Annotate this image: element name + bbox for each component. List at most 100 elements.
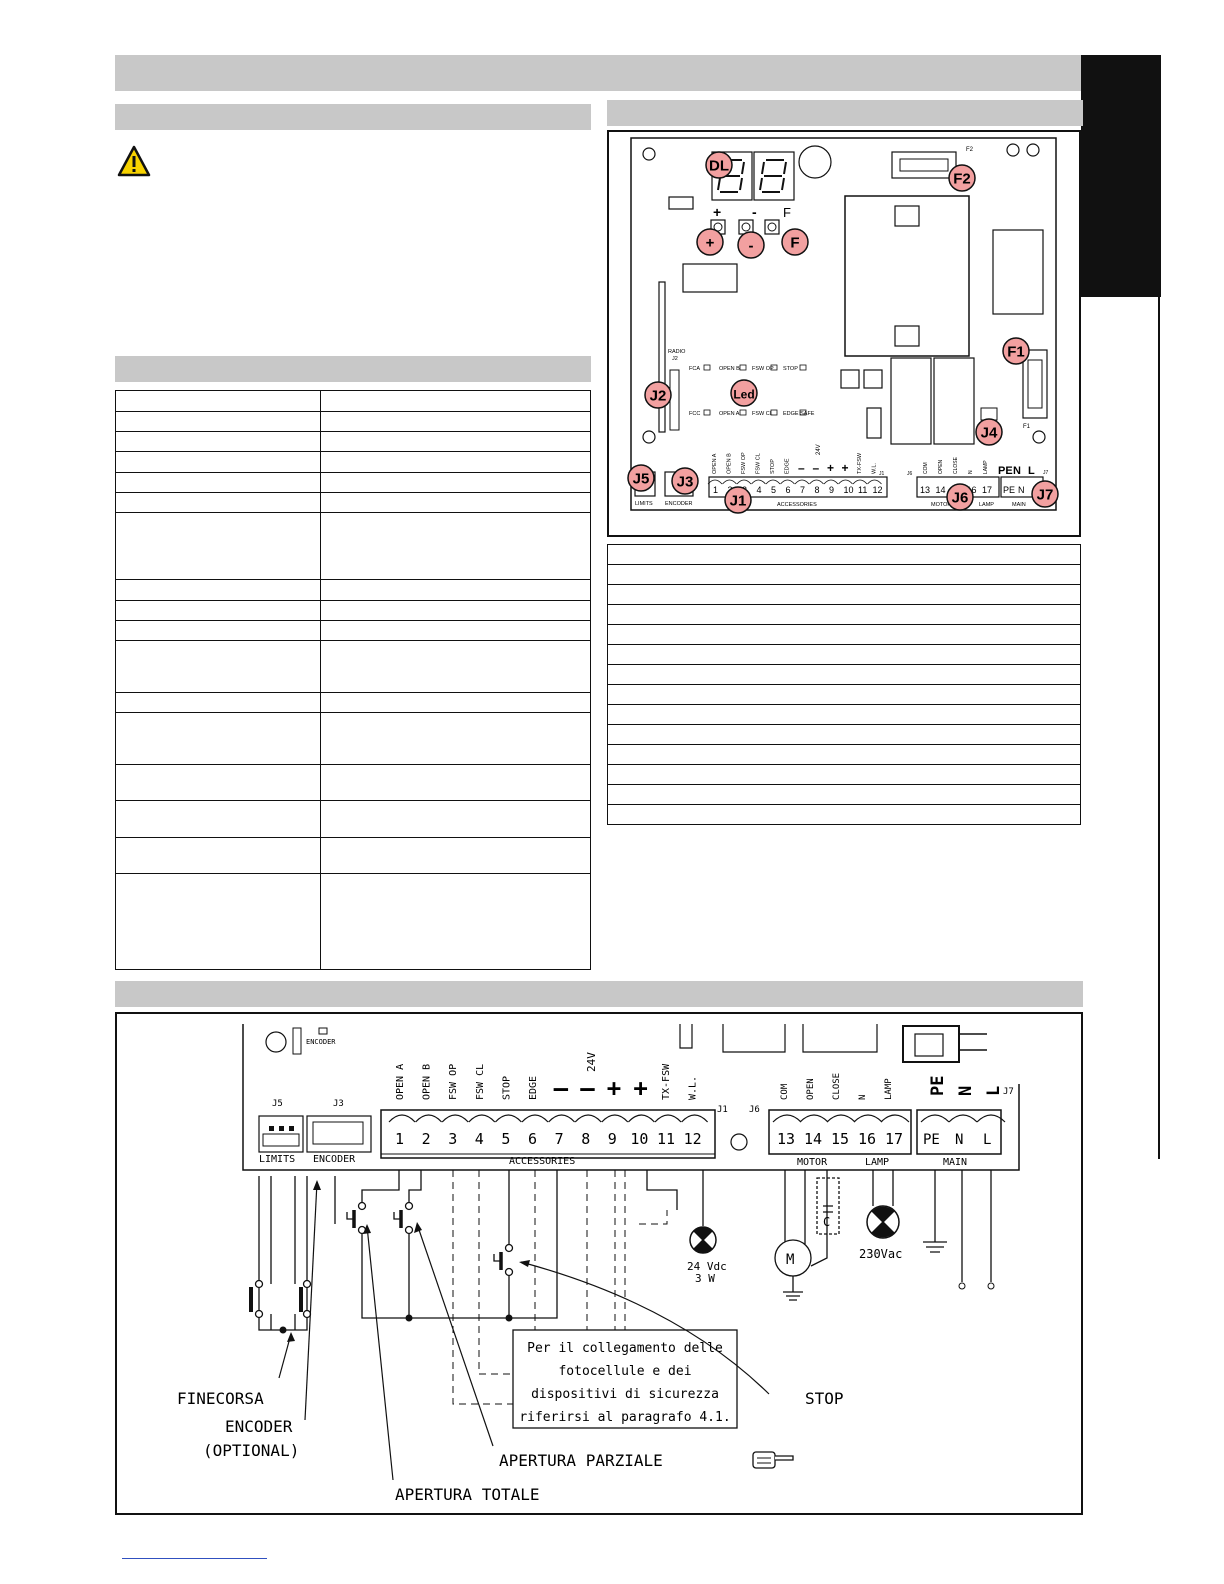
terminal-number: 6 (786, 485, 791, 495)
callout-circle (975, 418, 1003, 446)
terminal-arc (867, 479, 882, 485)
terminal-label: TX-FSW (857, 452, 863, 474)
side-tab (1081, 55, 1161, 297)
callout-circle (1031, 480, 1059, 508)
accessories-label: ACCESSORIES (509, 1156, 575, 1167)
terminal-number: 16 (858, 1130, 876, 1148)
terminal-label: W.L. (872, 463, 878, 474)
terminal-label: STOP (501, 1076, 512, 1100)
callout-label: Led (733, 388, 754, 402)
terminal-number: 5 (501, 1130, 510, 1148)
table-row (115, 390, 592, 412)
terminal-label: CLOSE (832, 1073, 842, 1100)
led-label: STOP (783, 366, 798, 372)
terminal-arc (976, 1114, 1006, 1123)
terminal-number: 12 (873, 485, 883, 495)
terminal-arc (601, 1114, 629, 1123)
lamp-24v-label: 24 Vdc (687, 1260, 727, 1273)
encoder-optional-label: (OPTIONAL) (203, 1441, 299, 1460)
terminal-label: PE (998, 465, 1013, 477)
terminal-number: 8 (581, 1130, 590, 1148)
terminal-label: FSW OP (448, 1064, 459, 1100)
terminal-arc (823, 479, 839, 485)
led-labels-top: FCA OPEN B FSW OP STOP (689, 364, 807, 372)
callout-label: J3 (677, 474, 694, 491)
terminal-label: OPEN (806, 1078, 816, 1100)
terminal-arc (736, 479, 752, 485)
terminal-arc (826, 1114, 856, 1123)
terminal-arc (838, 479, 853, 485)
callout-label: F2 (953, 171, 971, 188)
terminal-label: – (554, 1074, 569, 1102)
bottom-label: MAIN (1012, 502, 1026, 508)
terminal-number: 1 (713, 485, 718, 495)
pointer-lines (278, 1181, 770, 1481)
terminal-arc (948, 1114, 978, 1123)
terminal-number: 7 (800, 485, 805, 495)
terminal-arc (415, 1114, 443, 1123)
motor-wiring (774, 1170, 840, 1301)
callout-circle (781, 228, 809, 256)
board-24v-label: 24V (816, 444, 822, 455)
terminal-label: + (827, 461, 834, 475)
callout-circle (730, 379, 758, 407)
table-row (115, 431, 592, 452)
terminal-number: 17 (885, 1130, 903, 1148)
terminal-label: N (1013, 465, 1021, 477)
table-row (607, 784, 1081, 805)
button-f-label: F (783, 205, 791, 220)
terminal-arc (654, 1114, 682, 1123)
terminal-arc (548, 1114, 576, 1123)
table-row (607, 624, 1081, 645)
table-row (607, 704, 1081, 725)
led-label: FSW CL (752, 411, 773, 417)
limit-switches (249, 1176, 312, 1331)
terminal-number: 10 (630, 1130, 648, 1148)
table-row (607, 584, 1081, 605)
terminal-label: + (633, 1074, 647, 1102)
fuse-label-f2: F2 (966, 147, 974, 153)
terminal-number: 15 (831, 1130, 849, 1148)
terminal-arc (765, 479, 781, 485)
table-row (115, 600, 592, 621)
table-row (115, 692, 592, 713)
terminal-label: FSW CL (756, 453, 762, 474)
callout-label: J1 (730, 493, 747, 510)
table-row (607, 644, 1081, 665)
bottom-label: LAMP (979, 502, 994, 508)
main-label: MAIN (943, 1157, 967, 1168)
table-row (607, 664, 1081, 685)
terminal-number: 11 (858, 485, 867, 495)
j5-label: J5 (272, 1099, 283, 1109)
terminal-label: OPEN A (395, 1064, 406, 1100)
callout-circle (946, 483, 974, 511)
terminal-label: OPEN B (422, 1064, 433, 1100)
terminal-arc (627, 1114, 655, 1123)
terminal-number: 5 (771, 485, 776, 495)
terminal-number: 9 (829, 485, 834, 495)
table-row (607, 564, 1081, 585)
button-f[interactable] (764, 219, 780, 235)
board-diagram: F2 + - F RADIO J2 FCA OPEN B FSW OP STOP… (627, 137, 1059, 514)
terminal-arc (809, 479, 824, 485)
terminal-label: EDGE (785, 458, 791, 474)
button-plus-label: + (713, 204, 721, 220)
footer-link-underline[interactable] (122, 1558, 267, 1559)
terminal-label: W.L. (688, 1076, 699, 1100)
j6-label: J6 (749, 1105, 760, 1115)
table-row (115, 472, 592, 493)
terminal-label: N (968, 470, 974, 474)
terminal-number: 4 (757, 485, 762, 495)
callout-circle (627, 464, 655, 492)
table-row (115, 712, 592, 765)
board-j1-label: J1 (879, 471, 885, 477)
terminal-arc (751, 479, 766, 485)
terminal-label: PE (928, 1076, 948, 1096)
terminal-arc (880, 1114, 910, 1123)
wiring-j1-terminals (388, 1114, 709, 1123)
callout-circle (644, 381, 672, 409)
terminal-label: EDGE (528, 1076, 539, 1100)
